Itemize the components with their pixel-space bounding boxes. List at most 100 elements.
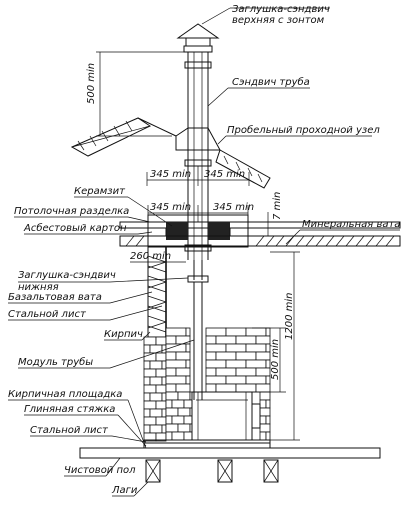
brick bbox=[165, 399, 173, 409]
brick bbox=[205, 351, 217, 361]
brick bbox=[183, 399, 193, 409]
brick bbox=[205, 367, 217, 377]
brick bbox=[177, 423, 191, 433]
brick bbox=[245, 359, 267, 369]
brick bbox=[165, 327, 187, 337]
brick bbox=[205, 383, 217, 393]
brick bbox=[143, 416, 157, 426]
brick bbox=[205, 359, 227, 369]
brick bbox=[235, 351, 257, 361]
brick bbox=[265, 327, 271, 337]
brick bbox=[215, 383, 237, 393]
roof bbox=[70, 117, 271, 189]
sandwich-pipe-lower bbox=[187, 260, 209, 400]
brick bbox=[143, 352, 157, 362]
label-pipe-module: Модуль трубы bbox=[18, 356, 93, 368]
ceiling bbox=[119, 214, 401, 248]
brick bbox=[143, 384, 157, 394]
brick bbox=[143, 408, 151, 418]
brick bbox=[143, 344, 151, 354]
brick bbox=[161, 424, 167, 434]
brick bbox=[255, 335, 271, 345]
label-top-cap-1: Заглушка-сэндвич bbox=[232, 4, 330, 15]
brick bbox=[143, 376, 151, 386]
labels: Заглушка-сэндвич верхняя с зонтом Сэндви… bbox=[8, 4, 400, 496]
top-cap-umbrella bbox=[176, 23, 220, 53]
dim-260: 260 min bbox=[130, 251, 171, 262]
brick bbox=[205, 343, 227, 353]
label-steel-sheet-upper: Стальной лист bbox=[8, 309, 87, 320]
brick bbox=[205, 375, 227, 385]
brick bbox=[259, 407, 271, 417]
label-bottom-cap-1: Заглушка-сэндвич bbox=[18, 270, 116, 281]
brick bbox=[155, 352, 167, 362]
brick bbox=[177, 391, 191, 401]
label-brick: Кирпич bbox=[104, 329, 143, 340]
brick bbox=[155, 336, 167, 346]
brick bbox=[161, 360, 167, 370]
brick bbox=[155, 400, 167, 410]
brick bbox=[149, 344, 163, 354]
dim-345-ceil-left: 345 min bbox=[150, 202, 191, 213]
label-clay-screed: Глиняная стяжка bbox=[24, 404, 115, 415]
brick bbox=[165, 391, 179, 401]
brick bbox=[165, 423, 179, 433]
brick bbox=[205, 335, 217, 345]
brick bbox=[259, 423, 271, 433]
brick bbox=[215, 351, 237, 361]
label-expanded-clay: Керамзит bbox=[74, 186, 126, 197]
brick bbox=[235, 383, 257, 393]
brick bbox=[185, 327, 191, 337]
brick bbox=[183, 431, 193, 441]
brick bbox=[165, 431, 173, 441]
dimension-labels: 500 min 345 min 345 min 345 min 345 min … bbox=[86, 63, 295, 380]
dim-345-roof-right: 345 min bbox=[204, 169, 245, 180]
dim-1200: 1200 min bbox=[284, 293, 295, 341]
brick bbox=[149, 392, 163, 402]
brick bbox=[175, 383, 191, 393]
brick bbox=[165, 335, 177, 345]
brick bbox=[245, 343, 267, 353]
label-roof-passage: Пробельный проходной узел bbox=[227, 124, 380, 136]
brick bbox=[155, 416, 167, 426]
brick bbox=[161, 376, 167, 386]
brick bbox=[215, 335, 237, 345]
brick bbox=[149, 408, 163, 418]
brick bbox=[149, 360, 163, 370]
brick bbox=[165, 367, 177, 377]
label-basalt-wool: Базальтовая вата bbox=[8, 292, 102, 303]
brick bbox=[185, 375, 191, 385]
floor bbox=[79, 439, 381, 483]
brick bbox=[155, 368, 167, 378]
brick bbox=[225, 327, 247, 337]
brick bbox=[161, 344, 167, 354]
roof-dimensions bbox=[146, 166, 250, 186]
brick bbox=[143, 392, 151, 402]
vertical-dimensions bbox=[96, 51, 300, 441]
brick bbox=[177, 407, 191, 417]
label-joists: Лаги bbox=[111, 485, 138, 496]
brick-enclosure bbox=[143, 327, 271, 442]
stove-body bbox=[191, 391, 261, 441]
brick bbox=[245, 375, 267, 385]
label-ceiling-cut: Потолочная разделка bbox=[14, 206, 129, 217]
brick bbox=[259, 399, 267, 409]
brick bbox=[165, 375, 187, 385]
brick bbox=[259, 431, 267, 441]
brick bbox=[175, 335, 191, 345]
brick bbox=[175, 351, 191, 361]
brick bbox=[143, 400, 157, 410]
brick bbox=[161, 392, 167, 402]
brick bbox=[149, 376, 163, 386]
brick bbox=[161, 408, 167, 418]
brick bbox=[225, 375, 247, 385]
brick bbox=[235, 335, 257, 345]
brick bbox=[143, 368, 157, 378]
label-steel-sheet-lower: Стальной лист bbox=[30, 425, 109, 436]
brick bbox=[165, 415, 173, 425]
brick bbox=[235, 367, 257, 377]
brick bbox=[183, 415, 193, 425]
brick bbox=[255, 383, 271, 393]
